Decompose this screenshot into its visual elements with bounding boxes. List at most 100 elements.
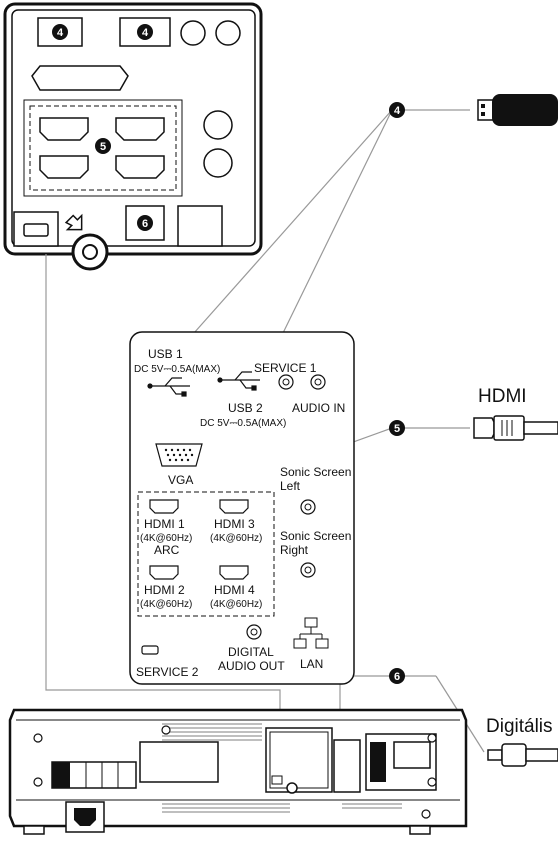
bay-optical-badge-number: 6 — [142, 218, 148, 230]
projector-screw-2 — [33, 777, 43, 787]
lan-label: LAN — [300, 657, 323, 671]
vga-pins — [164, 448, 194, 462]
bay-inner-outline — [11, 9, 256, 247]
bay-hdmi-frame — [23, 99, 183, 197]
bay-hdmi-port-3 — [115, 117, 165, 141]
bay-vga-port — [31, 65, 129, 91]
projector-screw-6 — [421, 809, 431, 819]
usb1-spec: DC 5V⎓0.5A(MAX) — [134, 364, 220, 375]
projector-right-module-window — [393, 741, 431, 769]
audio-in-jack-inner — [314, 378, 322, 386]
bay-round-jack-2 — [203, 148, 233, 178]
usb1-label: USB 1 — [148, 347, 183, 361]
hdmi3-spec: (4K@60Hz) — [210, 533, 262, 544]
projector-right-module-dark — [370, 742, 386, 782]
callout-usb-number: 4 — [394, 105, 401, 117]
projector-screw-4 — [427, 733, 437, 743]
usb-stick-body — [492, 94, 558, 126]
leader-usb1 — [185, 109, 393, 343]
callout-hdmi-badge — [389, 420, 405, 436]
usb2-symbol-icon — [217, 371, 260, 391]
optical-plug-cable — [525, 748, 558, 762]
hdmi-device-label: HDMI — [478, 386, 527, 407]
digital-audio-jack-inner — [250, 628, 258, 636]
projector-bay-usb — [271, 775, 283, 785]
bay-closeup: 4 4 5 6 — [3, 2, 263, 271]
bay-usb-badge-1-number: 4 — [57, 27, 64, 39]
hdmi3-port-icon — [219, 499, 249, 514]
hdmi1-port-icon — [149, 499, 179, 514]
callout-badges: 4 5 6 — [389, 102, 405, 684]
hdmi1-spec: (4K@60Hz) — [140, 533, 192, 544]
bay-hdmi-badge-number: 5 — [100, 141, 106, 153]
usb-stick-plug — [477, 99, 495, 121]
service1-jack-inner — [282, 378, 290, 386]
projector-foot-right — [409, 825, 431, 835]
usb1-symbol-icon — [147, 377, 190, 397]
projector-switch-dark — [52, 762, 70, 788]
sonic-right-jack-inner — [304, 566, 312, 574]
hdmi1-arc-label: ARC — [154, 543, 180, 557]
hdmi-plug-icon: HDMI — [473, 386, 558, 441]
hdmi2-spec: (4K@60Hz) — [140, 599, 192, 610]
vga-label: VGA — [168, 473, 193, 487]
hdmi4-label: HDMI 4 — [214, 583, 255, 597]
projector-label-plate — [139, 741, 219, 783]
usb-stick-icon — [477, 94, 558, 126]
hdmi-dashed-group — [137, 491, 275, 617]
hdmi4-spec: (4K@60Hz) — [210, 599, 262, 610]
audio-in-label: AUDIO IN — [292, 401, 345, 415]
bay-audio-jack-2 — [215, 20, 241, 46]
hdmi2-label: HDMI 2 — [144, 583, 185, 597]
service2-label: SERVICE 2 — [136, 665, 199, 679]
rear-panel: USB 1 DC 5V⎓0.5A(MAX) SERVICE 1 AUDIO IN… — [129, 331, 355, 685]
usb-stick-contact-2 — [481, 112, 485, 116]
callout-usb-badge — [389, 102, 405, 118]
bay-usb-badge-2-number: 4 — [142, 27, 149, 39]
optical-plug-icon: Digitális — [486, 716, 558, 767]
bay-arrow-icon — [64, 213, 83, 231]
bay-usb-badge-1 — [52, 24, 68, 40]
callout-optical-number: 6 — [394, 671, 400, 683]
projector-vent-grille — [162, 723, 402, 813]
callout-optical-badge — [389, 668, 405, 684]
projector-screw-3 — [161, 725, 171, 735]
hdmi-plug-tip — [473, 417, 495, 439]
projector-screw-1 — [33, 733, 43, 743]
sonic-right-label-2: Right — [280, 543, 309, 557]
digital-audio-label-1: DIGITAL — [228, 645, 274, 659]
sonic-left-jack-inner — [304, 503, 312, 511]
bay-micro-usb-port — [23, 223, 49, 237]
service1-label: SERVICE 1 — [254, 361, 317, 375]
callout-hdmi-number: 5 — [394, 423, 400, 435]
lan-network-icon — [293, 617, 329, 649]
digital-audio-label-2: AUDIO OUT — [218, 659, 285, 673]
hdmi2-port-icon — [149, 565, 179, 580]
usb2-spec: DC 5V⎓0.5A(MAX) — [200, 418, 286, 429]
bay-round-jack-1 — [203, 110, 233, 140]
projector-power-socket-inner — [74, 808, 96, 826]
bay-optical-badge — [137, 215, 153, 231]
hdmi1-label: HDMI 1 — [144, 517, 185, 531]
hdmi-plug-cable — [523, 421, 558, 435]
service2-port-icon — [141, 645, 159, 655]
optical-plug-tip — [487, 749, 503, 761]
bay-hdmi-dashed-box — [29, 105, 177, 191]
bay-screw-inner — [82, 244, 98, 260]
projector-body — [8, 708, 468, 828]
bay-hdmi-port-1 — [39, 117, 89, 141]
usb2-label: USB 2 — [228, 401, 263, 415]
optical-plug-body — [501, 743, 527, 767]
bay-hdmi-port-4 — [115, 155, 165, 179]
hdmi4-port-icon — [219, 565, 249, 580]
projector-rear-view — [8, 708, 468, 835]
hdmi3-label: HDMI 3 — [214, 517, 255, 531]
usb-stick-contact-1 — [481, 104, 485, 108]
bay-lan-port — [177, 205, 223, 247]
bay-hdmi-port-2 — [39, 155, 89, 179]
projector-foot-left — [23, 825, 45, 835]
bay-hdmi-badge — [95, 138, 111, 154]
sonic-right-label-1: Sonic Screen — [280, 529, 351, 543]
projector-screw-5 — [427, 777, 437, 787]
